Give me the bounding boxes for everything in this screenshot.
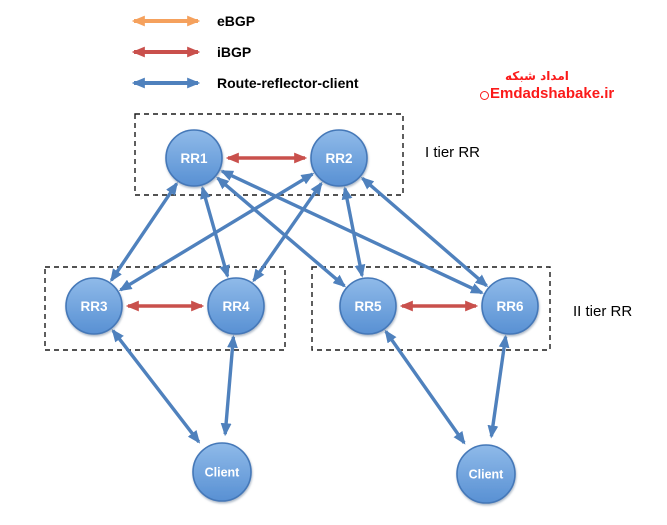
- legend: eBGP iBGP Route-reflector-client: [125, 13, 359, 106]
- tier1-box: [134, 113, 404, 196]
- watermark-persian-text: امداد شبکه: [505, 69, 569, 83]
- node-label-rr6: RR6: [496, 299, 523, 314]
- node-label-rr3: RR3: [80, 299, 107, 314]
- legend-row-ebgp: eBGP: [125, 13, 359, 29]
- node-circle-rr2: [310, 129, 368, 187]
- legend-label-rrc: Route-reflector-client: [217, 75, 359, 91]
- circle-glyph-icon: [480, 91, 489, 100]
- node-label-client-right: Client: [469, 468, 505, 482]
- tier2-label: II tier RR: [573, 303, 633, 320]
- watermark-site-name: Emdadshabake.ir: [480, 85, 614, 102]
- node-circle-rr4: [207, 277, 265, 335]
- ebgp-arrow-icon: [131, 15, 201, 27]
- edge-rr6-client-right-rrc: [487, 334, 510, 439]
- edge-rr1-rr3-rrc: [109, 181, 179, 283]
- node-label-rr2: RR2: [325, 151, 352, 166]
- node-label-rr4: RR4: [222, 299, 249, 314]
- legend-row-rrc: Route-reflector-client: [125, 75, 359, 91]
- edge-rr3-client-left-rrc: [111, 328, 201, 444]
- tier1-label: I tier RR: [425, 144, 481, 161]
- ibgp-arrow-icon: [131, 46, 201, 58]
- legend-label-ibgp: iBGP: [217, 44, 252, 60]
- node-label-rr1: RR1: [180, 151, 207, 166]
- node-rr5: RR5: [339, 277, 397, 335]
- watermark-site-label: Emdadshabake.ir: [490, 85, 615, 102]
- node-label-client-left: Client: [205, 466, 241, 480]
- node-circle-rr3: [65, 277, 123, 335]
- node-rr4: RR4: [207, 277, 265, 335]
- node-circle-rr5: [339, 277, 397, 335]
- edge-rr4-client-left-rrc: [220, 334, 238, 437]
- rrc-arrow-icon: [131, 77, 201, 89]
- edge-rr2-rr4-rrc: [252, 181, 323, 283]
- watermark: امداد شبکه Emdadshabake.ir: [480, 69, 614, 102]
- node-rr2: RR2: [310, 129, 368, 187]
- node-circle-rr6: [481, 277, 539, 335]
- legend-row-ibgp: iBGP: [125, 44, 359, 60]
- edge-rr2-rr6-rrc: [360, 176, 489, 288]
- node-circle-client-right: [456, 444, 516, 504]
- node-rr3: RR3: [65, 277, 123, 335]
- node-rr1: RR1: [165, 129, 223, 187]
- edge-rr2-rr5-rrc: [341, 186, 366, 278]
- legend-label-ebgp: eBGP: [217, 13, 256, 29]
- edge-rr2-rr3-rrc: [118, 172, 315, 292]
- node-rr6: RR6: [481, 277, 539, 335]
- node-client-left: Client: [192, 442, 252, 502]
- node-circle-rr1: [165, 129, 223, 187]
- node-circle-client-left: [192, 442, 252, 502]
- edge-rr5-client-right-rrc: [384, 329, 466, 445]
- node-label-rr5: RR5: [354, 299, 381, 314]
- node-client-right: Client: [456, 444, 516, 504]
